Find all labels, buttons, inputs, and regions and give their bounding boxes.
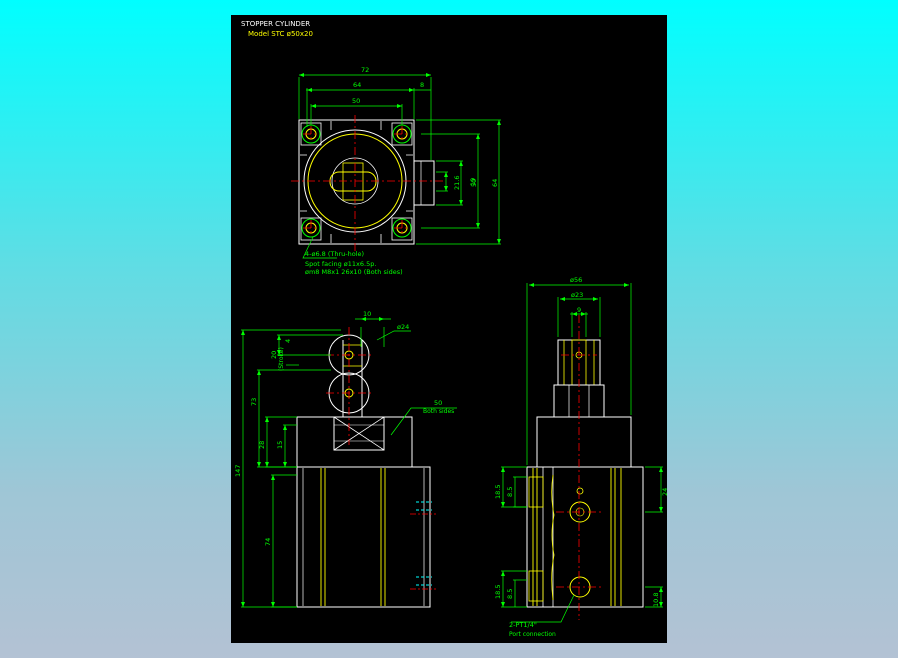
front-body [526,466,644,608]
dim-74: 74 [264,538,272,546]
dim-73: 73 [250,398,258,406]
cad-drawing: STOPPER CYLINDER Model STC ø50x20 [234,20,667,638]
dim-18-5-lower: 18.5 [494,585,502,599]
dim-stroke: (Stroke) [278,347,285,371]
both-sides-note: Both sides [423,408,454,415]
dim-diameter-23: ø23 [571,291,583,299]
dim-4: 4 [284,339,292,343]
dim-64: 64 [353,81,361,89]
dim-18-5-upper: 18.5 [494,485,502,499]
dim-10-8: 10.8 [652,593,660,607]
dim-28: 28 [258,441,266,449]
dim-10: 10 [363,310,371,318]
port-label: 2-PT1/4" [509,621,537,629]
drawing-title: STOPPER CYLINDER [241,20,310,28]
front-flange [536,416,632,468]
dim-50-both: 50 [434,399,442,407]
side-view: 10 ø24 4 20 (Stroke) 73 147 28 15 50 Bot… [234,310,457,608]
dim-19: 19 [469,178,477,186]
flange [296,416,413,468]
dim-9: 9 [577,306,581,314]
dim-64-vertical: 64 [491,179,499,187]
hole-note-3: øm8 M8x1 26x10 (Both sides) [305,268,403,276]
dim-diameter-24: ø24 [397,323,409,331]
dim-50-vertical: 50 [470,179,478,187]
dim-8-5-upper: 8.5 [506,487,514,497]
dim-diameter-56: ø56 [570,276,582,284]
dim-20: 20 [270,351,278,359]
model-label: Model STC ø50x20 [248,30,313,38]
roller-slot [329,171,377,192]
cylinder-body [296,466,431,608]
dim-15: 15 [276,441,284,449]
drawing-sheet: STOPPER CYLINDER Model STC ø50x20 [231,15,667,643]
dim-21-6: 21.6 [453,176,461,190]
port-boss [414,160,435,206]
dim-147: 147 [234,465,242,477]
dim-50: 50 [352,97,360,105]
top-view-body [298,119,415,245]
dim-24: 24 [661,488,667,496]
front-view: ø56 ø23 9 18.5 8.5 24 18.5 8.5 10.8 2-PT… [494,276,667,638]
top-view: 72 64 50 8 19 21.6 50 64 4-ø6.8 (Thru-ho… [291,66,501,276]
dim-8-5-lower: 8.5 [506,589,514,599]
dim-72: 72 [361,66,369,74]
port-note: Port connection [509,631,556,638]
dim-8: 8 [420,81,424,89]
hole-note-1: 4-ø6.8 (Thru-hole) [305,250,364,258]
hole-note-2: Spot facing ø11x6.5p. [305,260,376,268]
